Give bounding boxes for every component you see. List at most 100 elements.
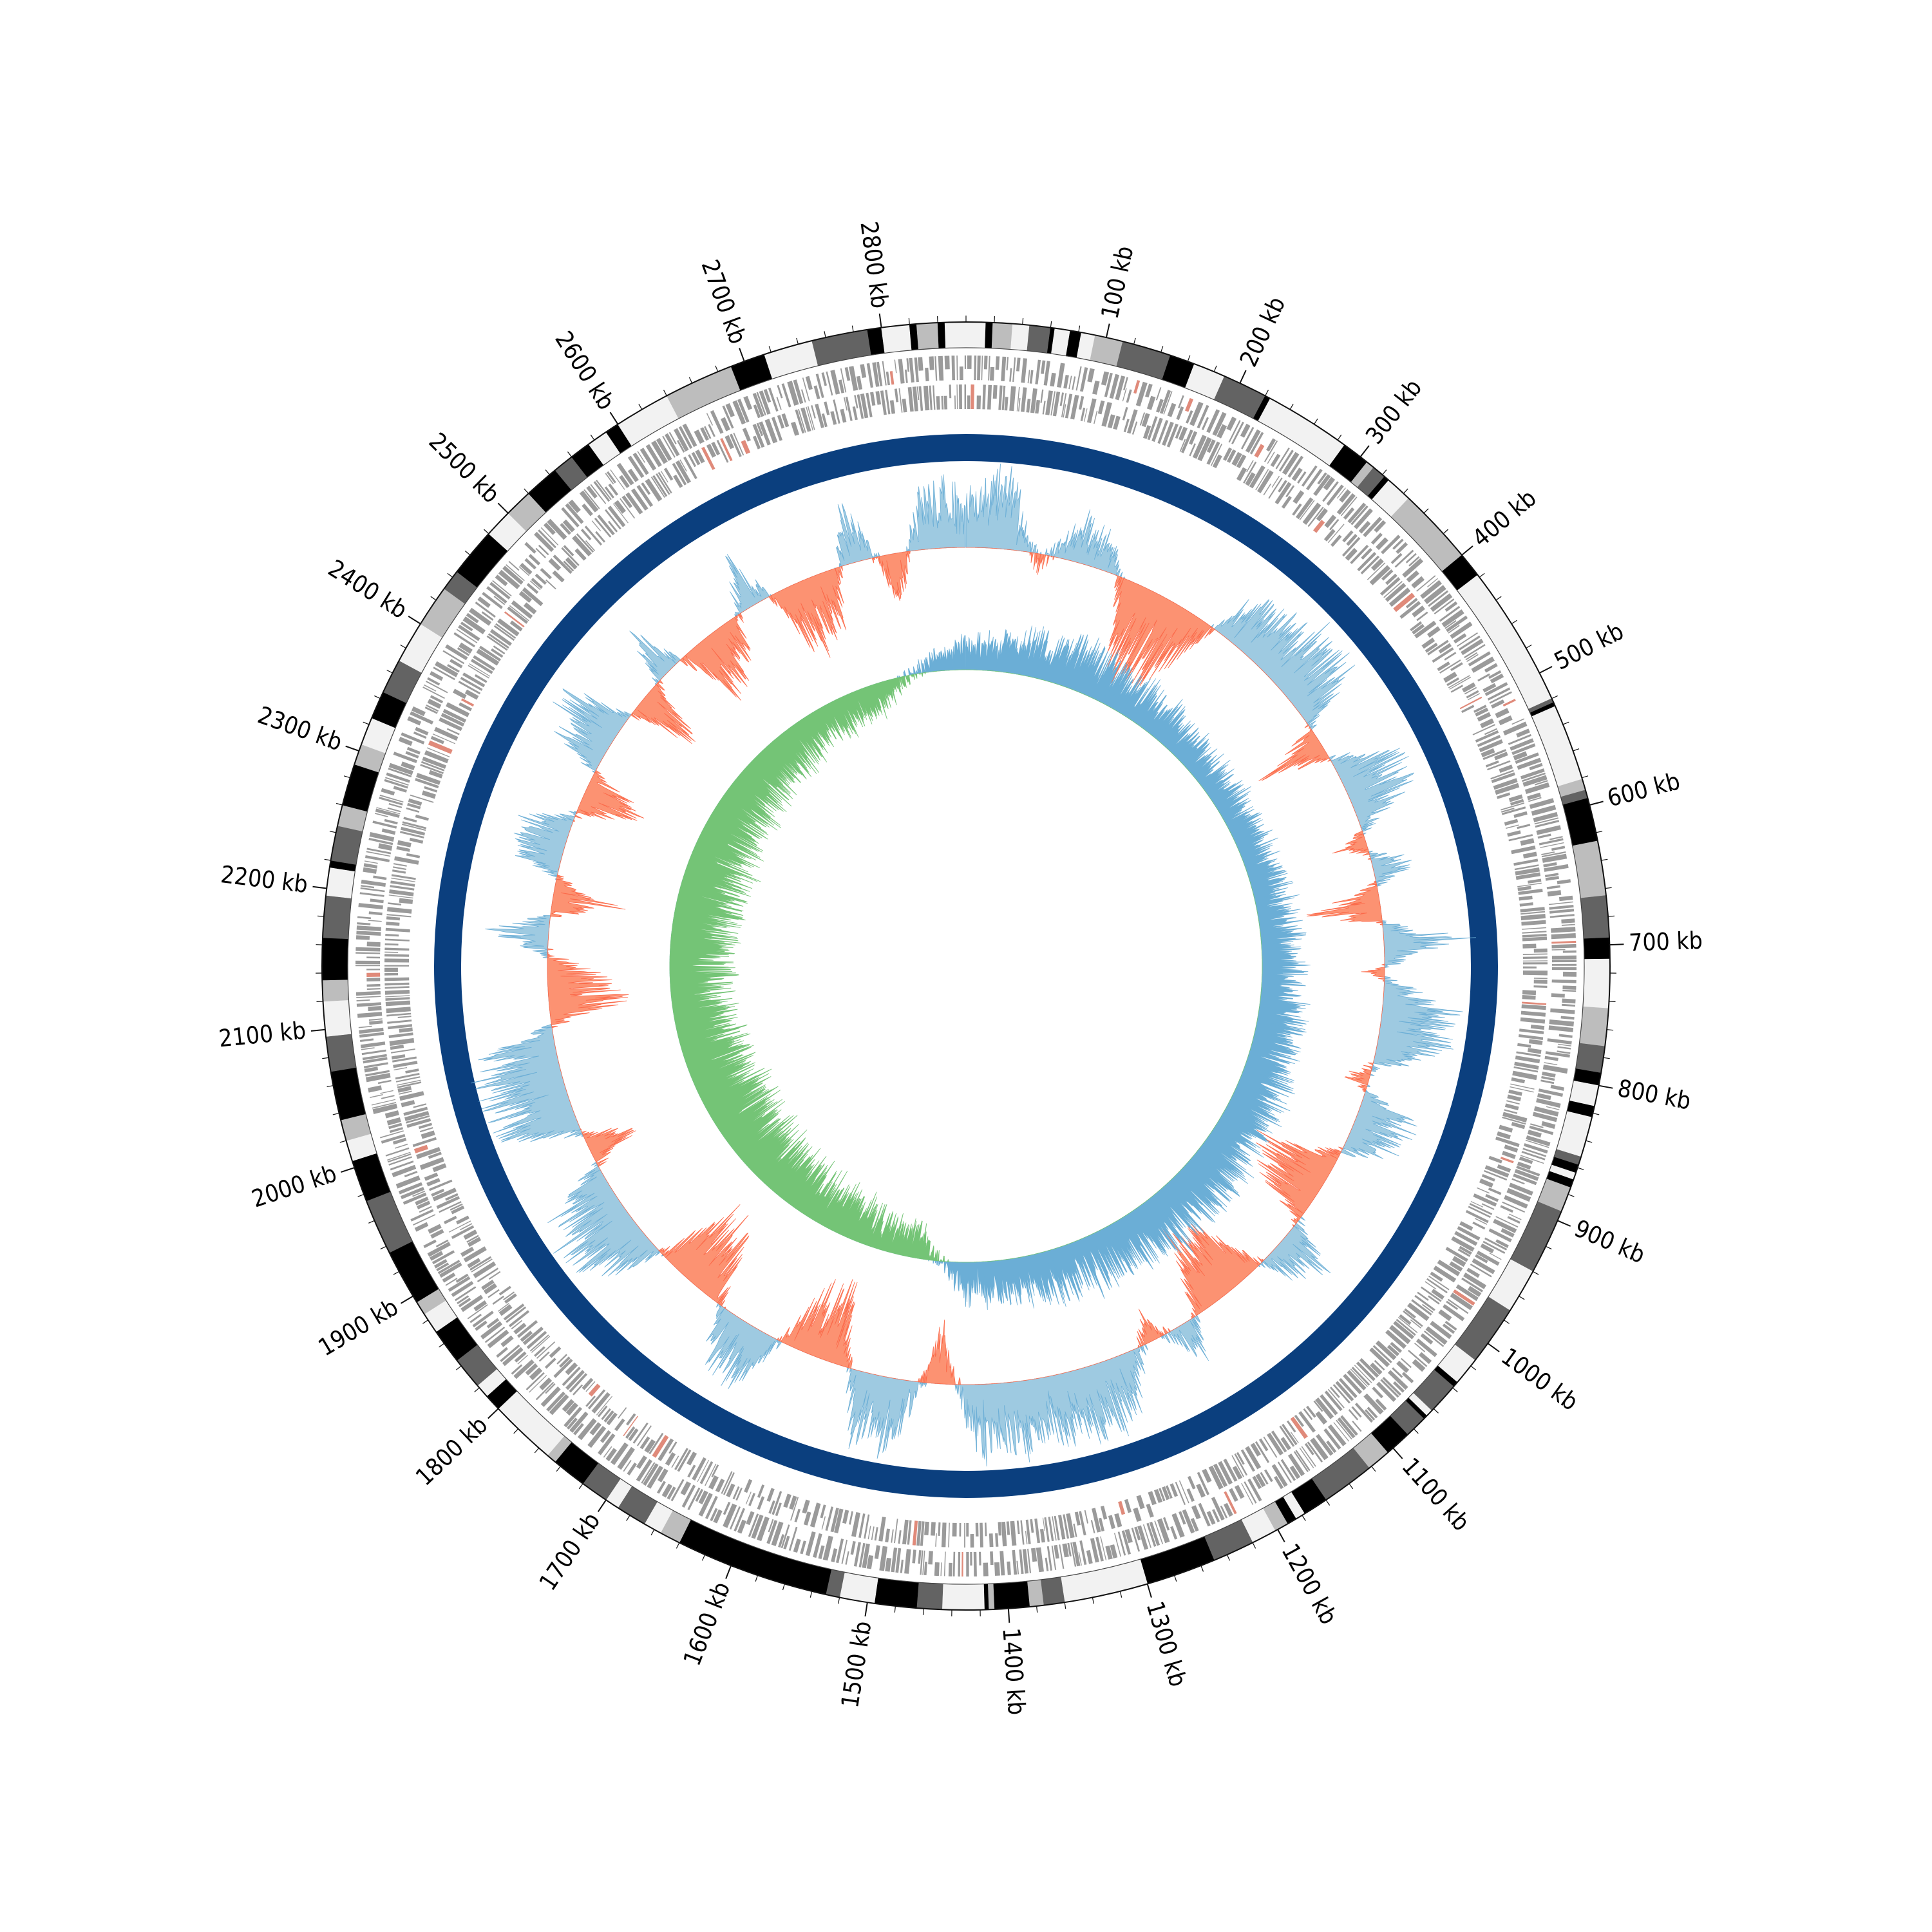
forward-gene-feature: [687, 1487, 701, 1510]
forward-gene-feature: [1282, 451, 1300, 475]
reverse-gene-feature: [941, 395, 944, 410]
forward-gene-feature: [967, 355, 972, 369]
forward-gene-feature: [387, 807, 401, 813]
minor-tick: [1511, 620, 1517, 625]
forward-gene-feature: [815, 374, 824, 398]
forward-gene-feature: [492, 580, 512, 597]
reverse-gene-feature: [1313, 1400, 1323, 1412]
reverse-gene-feature: [488, 633, 509, 649]
forward-gene-feature: [495, 574, 508, 587]
reverse-gene-feature: [1010, 1520, 1017, 1546]
forward-gene-feature: [540, 527, 559, 545]
forward-gene-feature: [357, 922, 371, 925]
forward-gene-feature: [1438, 1309, 1452, 1321]
reverse-gene-feature: [1189, 431, 1198, 445]
forward-gene-feature: [372, 820, 397, 829]
forward-gene-feature: [373, 875, 387, 880]
forward-gene-feature: [1354, 1403, 1374, 1423]
reverse-gene-feature: [959, 1522, 961, 1537]
minor-tick: [1349, 1483, 1354, 1490]
minor-tick: [768, 346, 772, 353]
forward-gene-feature: [582, 503, 593, 516]
minor-tick: [1533, 1271, 1539, 1275]
forward-gene-feature: [862, 1543, 870, 1569]
minor-tick: [567, 451, 573, 457]
reverse-gene-feature: [1331, 535, 1342, 547]
forward-gene-feature: [1370, 533, 1383, 545]
minor-tick: [994, 316, 995, 323]
forward-gene-feature: [876, 361, 883, 386]
reverse-gene-feature: [419, 1127, 433, 1133]
reverse-gene-feature: [603, 1410, 614, 1423]
forward-gene-feature: [434, 1259, 448, 1269]
reverse-gene-feature: [394, 856, 419, 865]
forward-gene-feature: [710, 410, 724, 434]
forward-gene-feature: [1448, 625, 1460, 634]
forward-gene-feature: [934, 1562, 940, 1577]
forward-gene-feature: [358, 903, 383, 909]
band-segment: [330, 1067, 366, 1121]
reverse-gene-feature: [935, 1533, 937, 1547]
minor-tick: [650, 1529, 655, 1536]
reverse-gene-feature: [385, 934, 399, 937]
minor-tick: [1119, 1591, 1122, 1598]
reverse-gene-feature: [971, 384, 974, 410]
reverse-gene-feature: [1469, 1203, 1493, 1215]
reverse-gene-feature: [824, 401, 830, 415]
reverse-gene-feature: [432, 1188, 457, 1202]
forward-gene-feature: [608, 483, 619, 496]
reverse-gene-feature: [620, 498, 636, 519]
reverse-gene-feature: [481, 1280, 495, 1291]
reverse-gene-feature: [1514, 1061, 1539, 1070]
forward-gene-feature: [360, 1041, 386, 1048]
forward-gene-feature: [526, 1372, 545, 1390]
reverse-gene-feature: [864, 1514, 870, 1539]
forward-gene-feature: [1548, 1025, 1574, 1032]
major-tick: [1277, 1529, 1285, 1542]
forward-gene-feature: [713, 1509, 723, 1524]
reverse-gene-feature: [1439, 659, 1461, 674]
reverse-gene-feature: [526, 583, 539, 594]
forward-gene-feature: [388, 1156, 412, 1166]
forward-gene-feature: [544, 522, 556, 535]
reverse-gene-feature: [1523, 966, 1537, 969]
reverse-gene-feature: [1414, 620, 1437, 639]
reverse-gene-feature: [752, 424, 765, 448]
forward-gene-feature: [401, 732, 425, 744]
reverse-gene-feature: [388, 902, 402, 905]
major-tick: [1487, 1343, 1500, 1352]
reverse-gene-feature: [766, 1488, 775, 1502]
reverse-gene-feature: [952, 1522, 957, 1537]
forward-gene-feature: [983, 1562, 989, 1577]
forward-gene-feature: [1541, 1075, 1555, 1081]
reverse-gene-feature: [1390, 1341, 1403, 1353]
forward-gene-feature: [1393, 1381, 1405, 1393]
reverse-gene-feature: [397, 840, 412, 848]
reverse-gene-feature: [1020, 1520, 1025, 1545]
reverse-gene-feature: [1350, 1368, 1368, 1387]
reverse-gene-feature: [920, 1521, 925, 1546]
reverse-gene-feature: [1488, 1188, 1502, 1195]
minor-tick: [1174, 1575, 1177, 1582]
forward-gene-feature: [378, 843, 393, 851]
forward-gene-feature: [1054, 1544, 1059, 1559]
forward-gene-feature: [395, 1175, 421, 1189]
reverse-gene-feature: [563, 545, 574, 556]
forward-gene-feature: [1100, 1536, 1107, 1560]
reverse-gene-feature: [428, 770, 443, 779]
reverse-gene-feature: [479, 645, 501, 661]
reverse-gene-feature: [1484, 1170, 1508, 1181]
forward-gene-feature: [355, 965, 380, 967]
reverse-gene-feature: [871, 1526, 875, 1540]
reverse-gene-feature: [918, 386, 923, 411]
reverse-gene-feature: [467, 1258, 481, 1269]
forward-gene-feature: [1264, 1469, 1273, 1482]
band-segment: [937, 322, 946, 349]
reverse-gene-feature: [954, 395, 956, 410]
reverse-gene-feature: [956, 384, 958, 410]
forward-gene-feature: [617, 1446, 635, 1470]
forward-gene-feature: [858, 1542, 866, 1567]
forward-gene-feature: [1521, 1151, 1546, 1160]
reverse-gene-feature: [621, 495, 632, 508]
